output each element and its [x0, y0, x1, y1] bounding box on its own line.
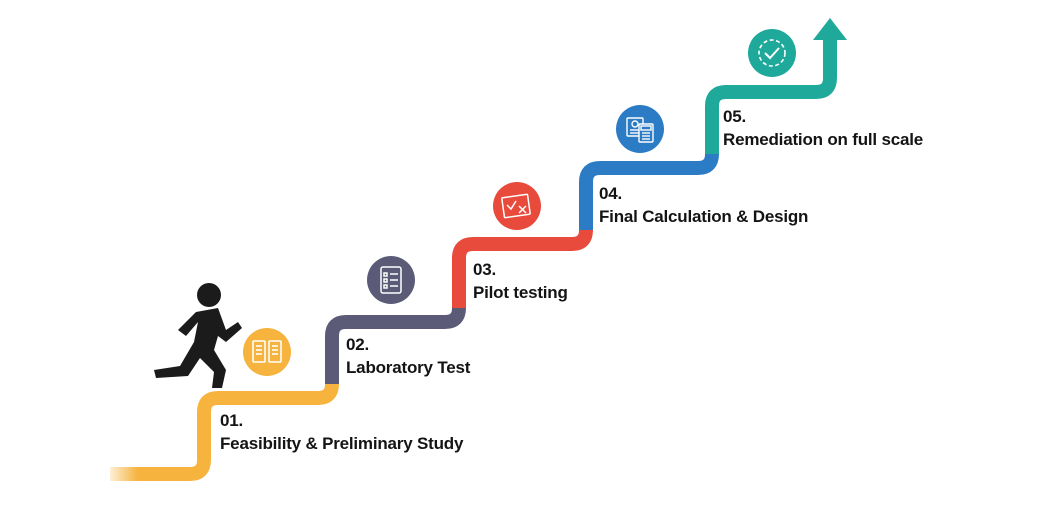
step-5-number: 05. [723, 107, 747, 126]
step-4-title: Final Calculation & Design [599, 207, 809, 226]
stair-segment-4 [579, 153, 719, 230]
step-2-title: Laboratory Test [346, 358, 471, 377]
checklist-icon [367, 256, 415, 304]
book-icon [243, 328, 291, 376]
stair-segment-1 [110, 383, 339, 481]
step-3-number: 03. [473, 260, 497, 279]
stair-segment-2 [325, 307, 466, 384]
stair-segment-3 [452, 229, 593, 308]
step-3-title: Pilot testing [473, 283, 568, 302]
stair-segment-5 [705, 40, 837, 154]
step-1-title: Feasibility & Preliminary Study [220, 434, 464, 453]
up-arrow-icon [813, 18, 847, 40]
step-1-number: 01. [220, 411, 244, 430]
step-4-number: 04. [599, 184, 623, 203]
calculator-icon [616, 105, 664, 153]
chart-icon [493, 182, 541, 230]
step-5-title: Remediation on full scale [723, 130, 923, 149]
running-person-icon [154, 283, 242, 388]
step-2-number: 02. [346, 335, 370, 354]
check-badge-icon [748, 29, 796, 77]
